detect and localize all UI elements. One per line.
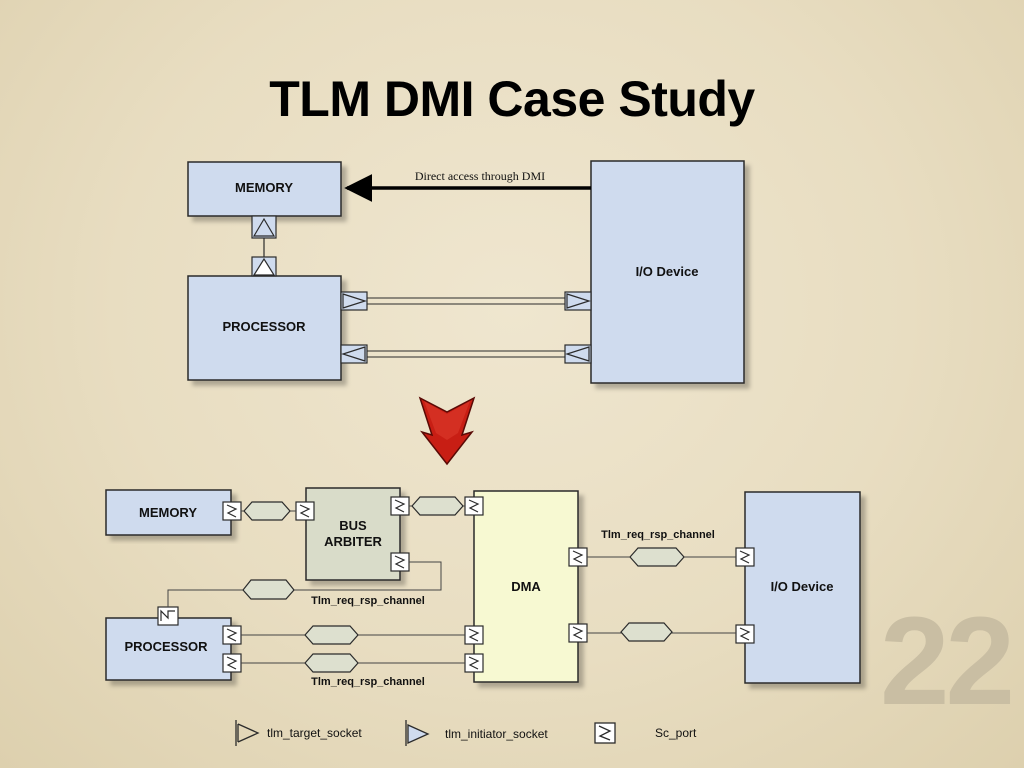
proc-socket-lower-icon: [340, 344, 368, 364]
dma-block: DMA: [473, 490, 579, 683]
dmi-label: Direct access through DMI: [415, 169, 545, 183]
mem-target-socket-icon: [251, 215, 277, 239]
top-io-device-block: I/O Device: [590, 160, 745, 384]
channel-label-right: Tlm_req_rsp_channel: [601, 529, 715, 541]
slide-title: TLM DMI Case Study: [269, 71, 755, 127]
dma-port-right-upper-icon: [568, 547, 588, 567]
dma-port-top-icon: [464, 496, 484, 516]
io-socket-lower-icon: [564, 344, 592, 364]
top-io-device-label: I/O Device: [636, 264, 699, 279]
channel-dma-io-upper-icon: [629, 547, 685, 567]
bottom-memory-label: MEMORY: [139, 505, 197, 520]
channel-proc-dma-upper-icon: [304, 625, 359, 645]
channel-dma-io-lower-icon: [620, 622, 673, 642]
proc-socket-upper-icon: [340, 291, 368, 311]
bottom-io-device-block: I/O Device: [744, 491, 861, 684]
io-socket-upper-icon: [564, 291, 592, 311]
dma-label: DMA: [511, 579, 541, 594]
bottom-memory-block: MEMORY: [105, 489, 232, 536]
io-port-upper-icon: [735, 547, 755, 567]
legend-sc-port-label: Sc_port: [655, 726, 697, 740]
channel-label-bottom: Tlm_req_rsp_channel: [311, 676, 425, 688]
dma-port-left-lower-icon: [464, 653, 484, 673]
dma-port-right-lower-icon: [568, 623, 588, 643]
bottom-processor-label: PROCESSOR: [124, 639, 208, 654]
channel-label-mid: Tlm_req_rsp_channel: [311, 595, 425, 607]
proc-top-port-icon: [157, 606, 179, 626]
arbiter-port-bottom-icon: [390, 552, 410, 572]
dma-port-left-upper-icon: [464, 625, 484, 645]
legend-initiator-socket-label: tlm_initiator_socket: [445, 727, 548, 741]
arbiter-port-right-icon: [390, 496, 410, 516]
channel-arbiter-dma-icon: [411, 496, 464, 516]
channel-arbiter-proc-icon: [242, 579, 295, 600]
legend: tlm_target_socket tlm_initiator_socket S…: [235, 720, 697, 746]
memory-port-icon: [222, 501, 242, 521]
top-memory-block: MEMORY: [187, 161, 342, 217]
bottom-processor-block: PROCESSOR: [105, 617, 232, 681]
bus-arbiter-label-1: BUS: [339, 518, 367, 533]
bottom-diagram: MEMORY BUS ARBITER DMA I/O Device PROCES…: [105, 487, 861, 688]
io-port-lower-icon: [735, 624, 755, 644]
legend-initiator-socket-icon: [405, 720, 430, 746]
arbiter-port-left-icon: [295, 501, 315, 521]
channel-mem-arbiter-icon: [243, 501, 291, 521]
transition-arrow-icon: [418, 396, 476, 466]
proc-initiator-socket-icon: [251, 256, 277, 277]
slide-number: 22: [880, 592, 1015, 731]
top-memory-label: MEMORY: [235, 180, 293, 195]
proc-port-lower-icon: [222, 653, 242, 673]
top-diagram: MEMORY PROCESSOR I/O Device: [187, 160, 745, 384]
top-processor-label: PROCESSOR: [222, 319, 306, 334]
bus-arbiter-block: BUS ARBITER: [305, 487, 401, 581]
legend-sc-port-icon: [594, 722, 616, 744]
legend-target-socket-label: tlm_target_socket: [267, 726, 362, 740]
legend-target-socket-icon: [235, 720, 260, 746]
proc-port-upper-icon: [222, 625, 242, 645]
channel-proc-dma-lower-icon: [304, 653, 359, 673]
top-processor-block: PROCESSOR: [187, 275, 342, 381]
channel-icons: [242, 496, 685, 673]
bottom-io-device-label: I/O Device: [771, 579, 834, 594]
bus-arbiter-label-2: ARBITER: [324, 534, 382, 549]
